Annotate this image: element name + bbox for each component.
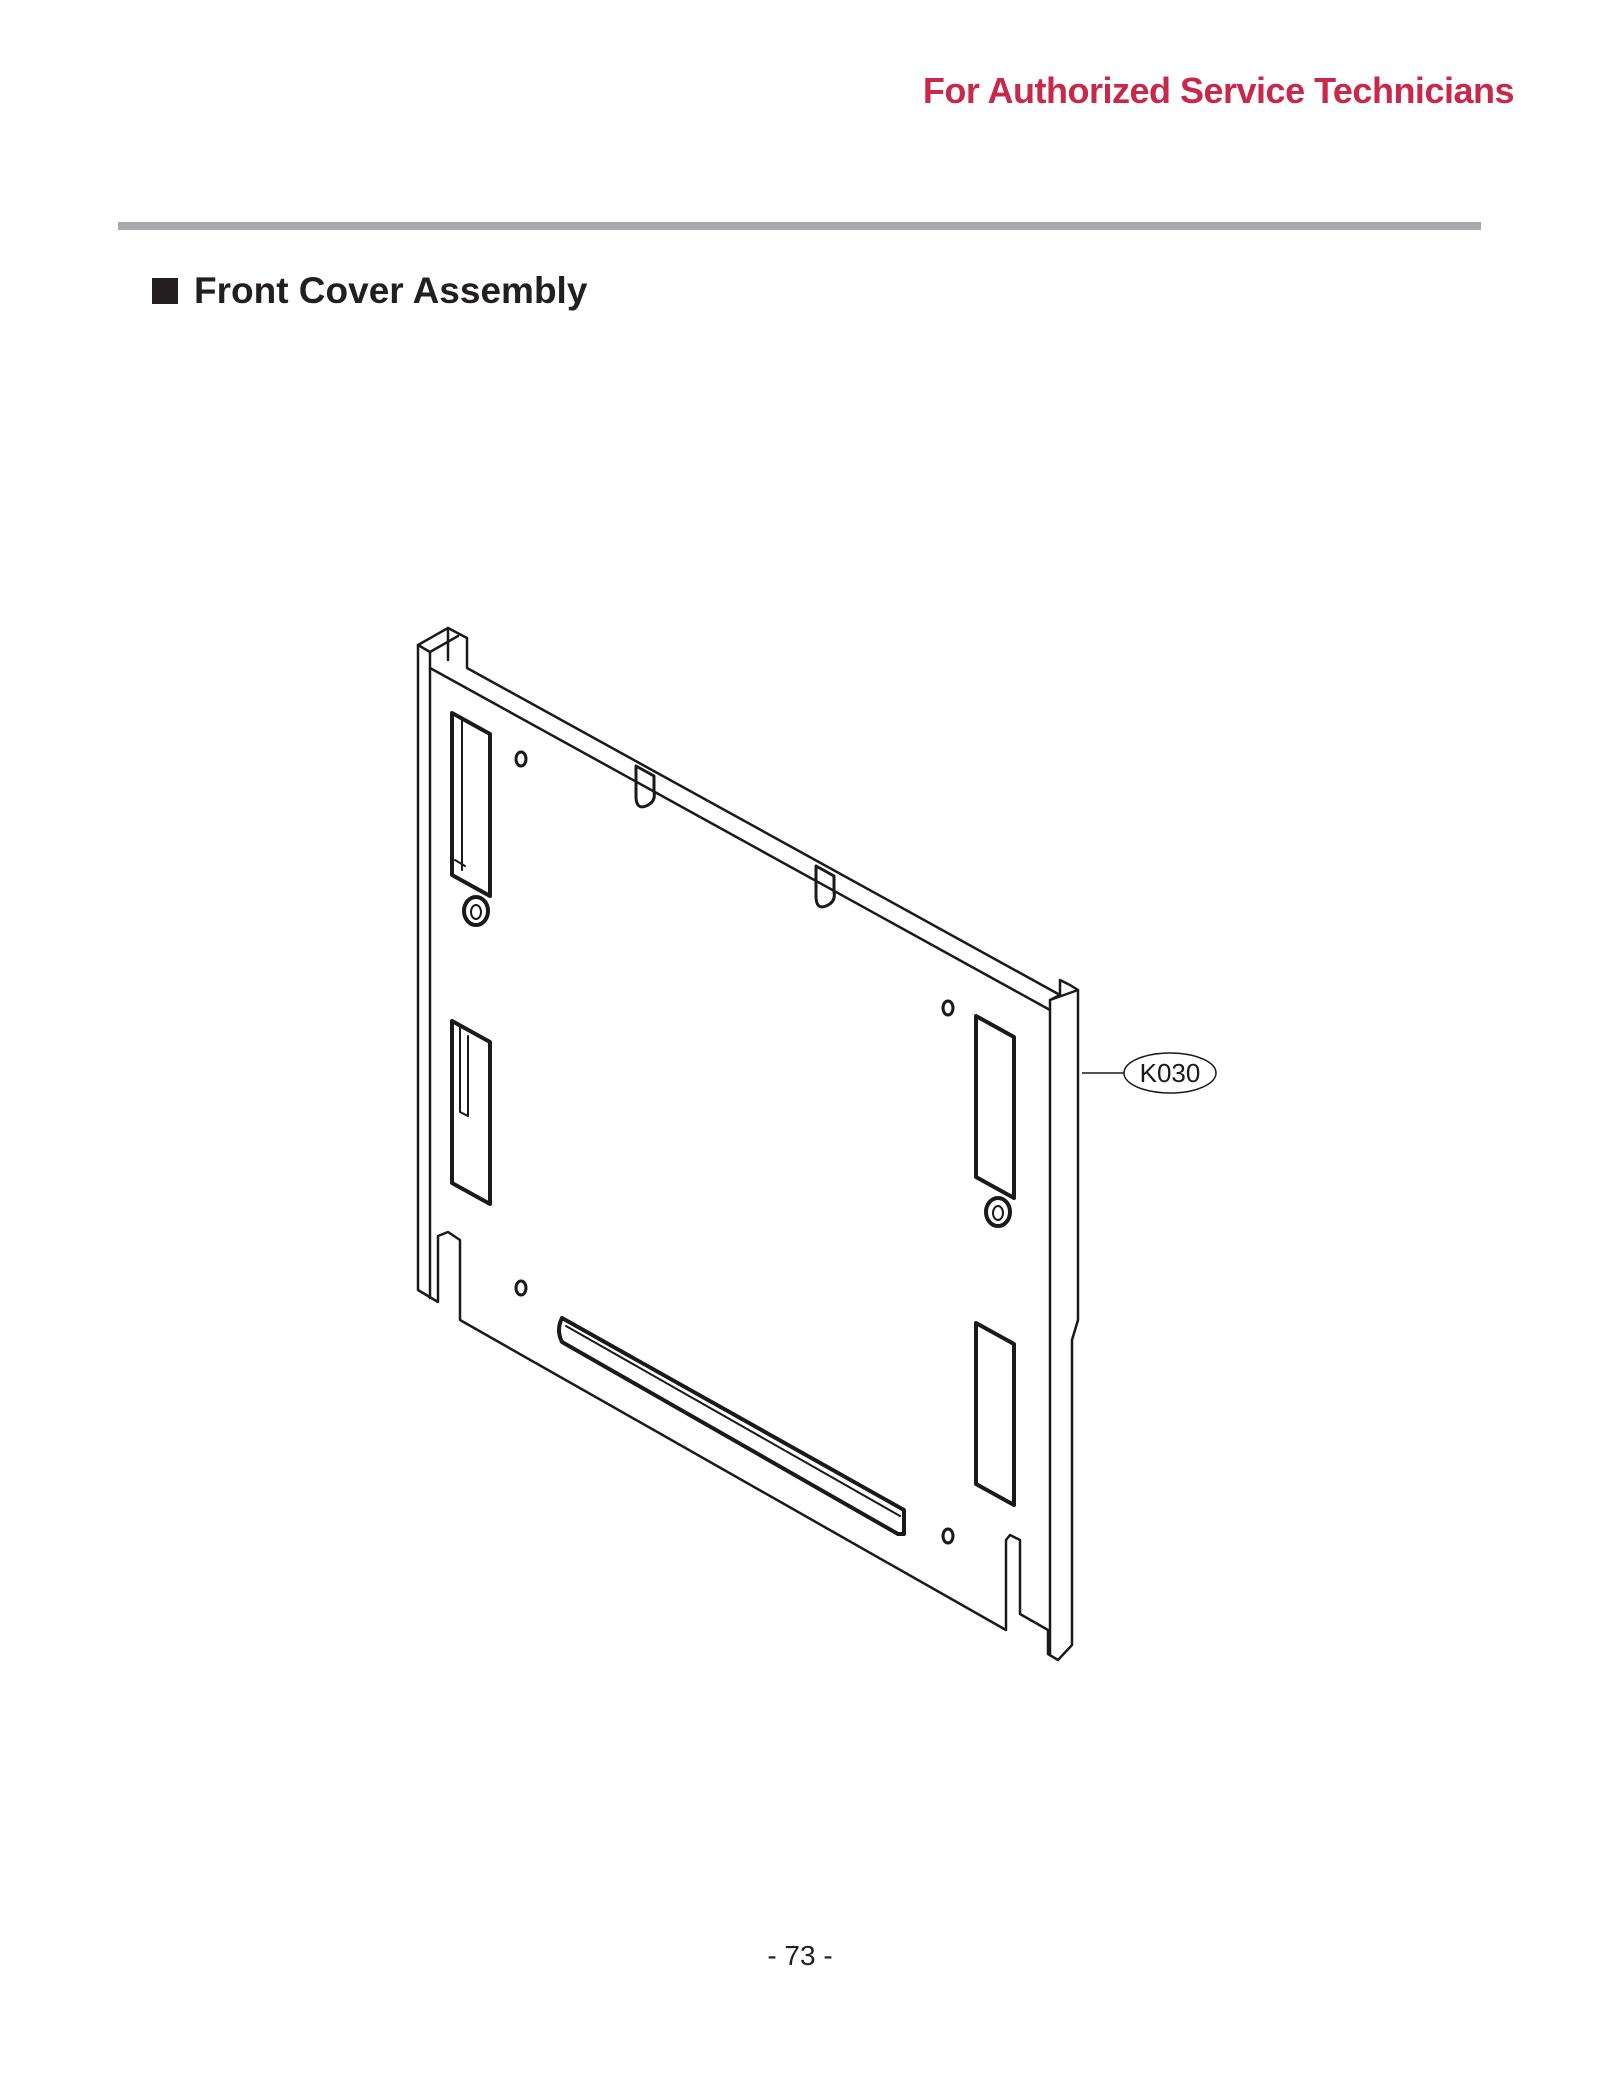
right-window-lower (974, 1321, 1016, 1507)
screw-hole-top-left (514, 750, 528, 768)
square-bullet-icon (152, 278, 178, 304)
bottom-long-slot (557, 1316, 906, 1536)
top-edge-fold (428, 666, 1052, 1012)
screw-hole-bottom-right (941, 1527, 955, 1545)
section-heading: Front Cover Assembly (152, 270, 587, 312)
page-number: - 73 - (767, 1940, 833, 1971)
header-divider (118, 222, 1481, 230)
panel-outline (416, 626, 1080, 1662)
screw-hole-bottom-left (514, 1279, 528, 1297)
top-slot-left (634, 764, 656, 809)
right-window-upper (974, 1014, 1016, 1200)
grommet-right (984, 1196, 1012, 1228)
authorized-technicians-note: For Authorized Service Technicians (922, 70, 1515, 111)
left-window-lower (450, 1019, 492, 1206)
top-slot-right (814, 864, 836, 909)
front-cover-panel (416, 626, 1080, 1662)
callout-label: K030 (1140, 1058, 1201, 1088)
left-window-upper (450, 711, 492, 898)
screw-hole-mid-right (941, 999, 955, 1017)
section-title: Front Cover Assembly (194, 270, 588, 311)
top-left-flange (416, 626, 460, 1300)
grommet-left (462, 895, 490, 927)
right-flange (1048, 988, 1080, 1657)
callout-k030: K030 (1082, 1052, 1217, 1094)
